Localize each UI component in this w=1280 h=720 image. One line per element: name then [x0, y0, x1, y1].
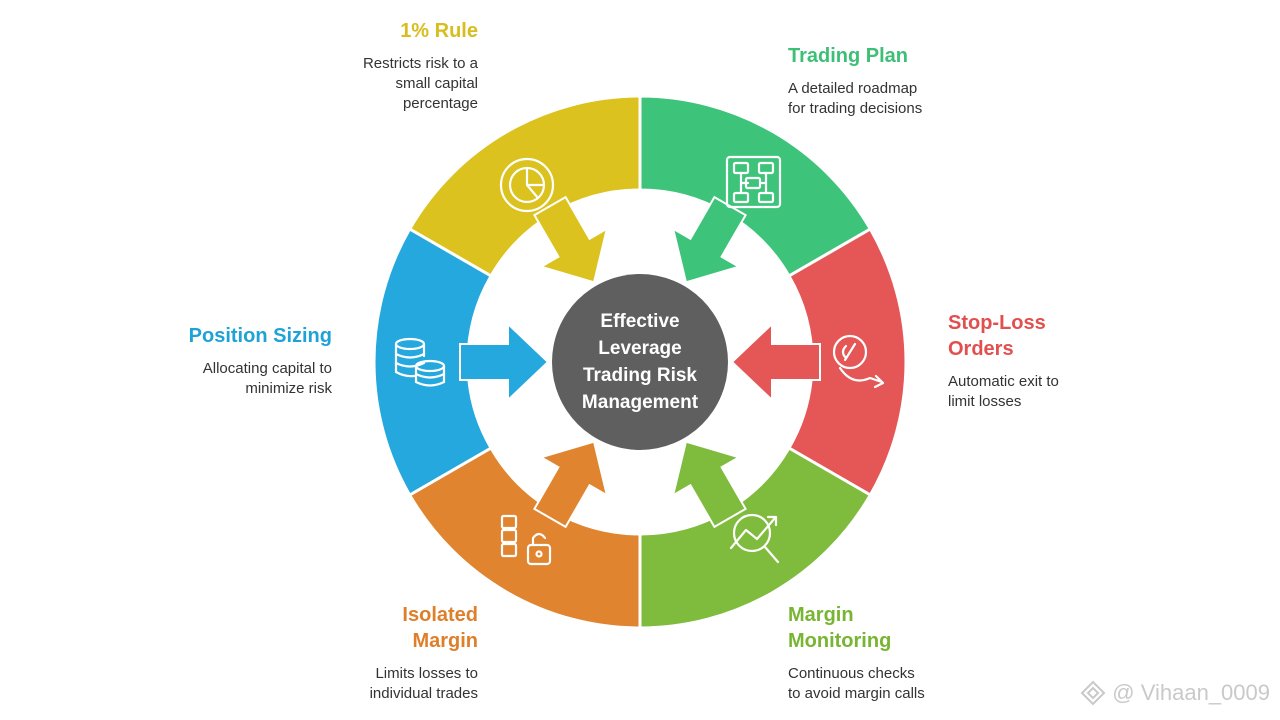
watermark-text: @ Vihaan_0009	[1112, 680, 1270, 705]
stop-loss-orders-description: Automatic exit to limit losses	[948, 373, 1059, 410]
trading-plan-description: A detailed roadmap for trading decisions	[788, 80, 923, 117]
arrow-stop-loss-orders	[730, 321, 821, 403]
label-trading-plan: Trading Plan A detailed roadmap for trad…	[788, 43, 1008, 119]
arrow-trading-plan	[671, 195, 747, 284]
magnifier-chart-icon	[729, 513, 780, 564]
center-title: Effective Leverage Trading Risk Manageme…	[581, 311, 699, 413]
arrow-position-sizing	[459, 321, 550, 403]
label-isolated-margin: Isolated Margin Limits losses to individ…	[290, 602, 478, 704]
one-percent-rule-description: Restricts risk to a small capital percen…	[362, 55, 478, 112]
center-hub	[552, 274, 728, 450]
one-percent-rule-title: 1% Rule	[400, 20, 478, 42]
position-sizing-description: Allocating capital to minimize risk	[202, 360, 332, 397]
stop-loss-orders-title: Stop-Loss Orders	[948, 312, 1046, 360]
arrow-margin-monitoring	[671, 440, 747, 529]
margin-monitoring-title: Margin Monitoring	[788, 604, 892, 652]
isolated-margin-title: Isolated Margin	[402, 604, 478, 652]
label-position-sizing: Position Sizing Allocating capital to mi…	[130, 323, 332, 399]
flowchart-icon	[725, 155, 782, 209]
arrow-isolated-margin	[533, 440, 609, 529]
trading-plan-title: Trading Plan	[788, 45, 909, 67]
isolated-margin-description: Limits losses to individual trades	[369, 665, 478, 702]
margin-monitoring-description: Continuous checks to avoid margin calls	[788, 665, 925, 702]
blocks-lock-icon	[500, 514, 552, 566]
label-one-percent-rule: 1% Rule Restricts risk to a small capita…	[300, 18, 478, 114]
diamond-logo-icon	[1080, 680, 1106, 706]
position-sizing-title: Position Sizing	[188, 325, 332, 347]
watermark: @ Vihaan_0009	[1080, 680, 1270, 706]
arrow-one-percent-rule	[533, 195, 609, 284]
pie-chart-icon	[499, 157, 555, 213]
label-margin-monitoring: Margin Monitoring Continuous checks to a…	[788, 602, 1008, 704]
label-stop-loss-orders: Stop-Loss Orders Automatic exit to limit…	[948, 310, 1148, 412]
declining-coin-icon	[832, 334, 885, 389]
coin-stacks-icon	[394, 337, 446, 387]
